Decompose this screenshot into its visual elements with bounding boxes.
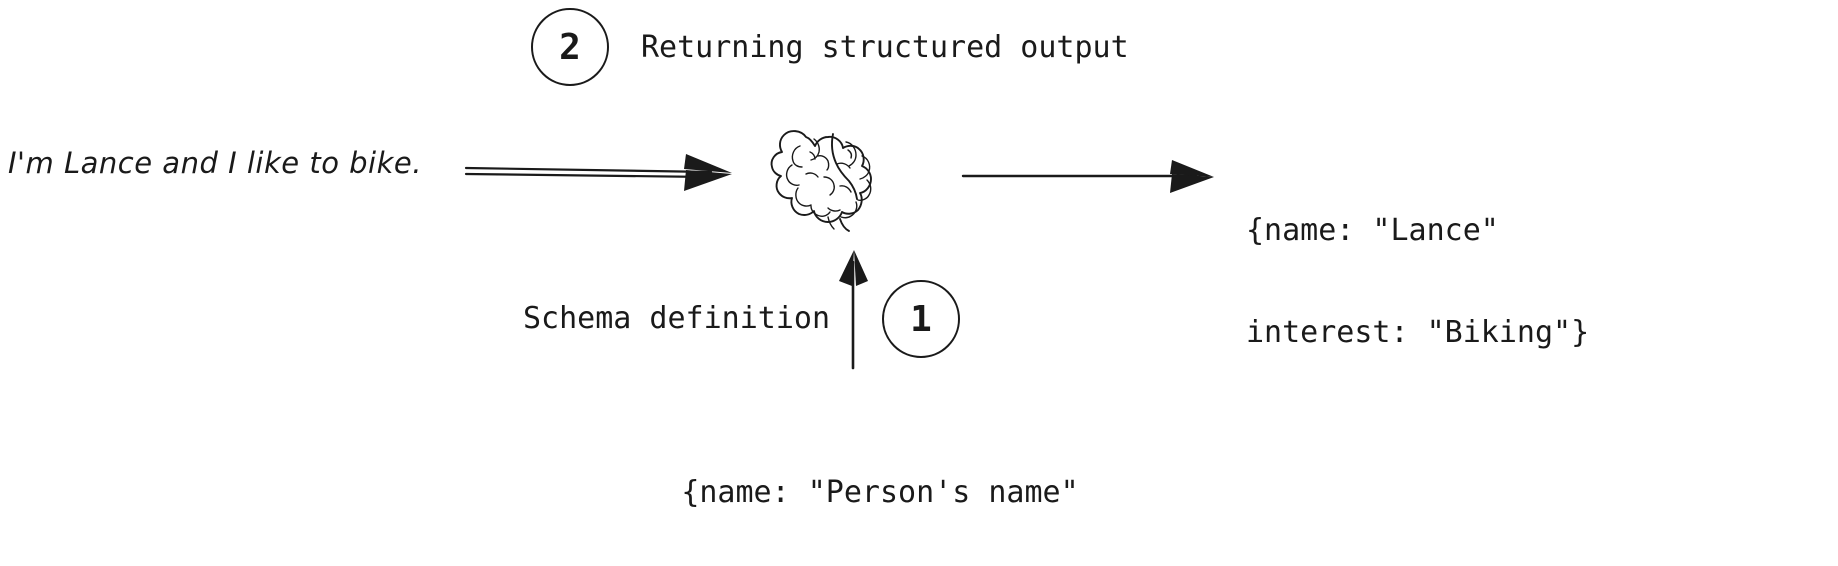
output-code-line-1: {name: "Lance" <box>1246 213 1499 248</box>
schema-code-block: {name: "Person's name" interest: "Person… <box>600 408 1160 566</box>
brain-to-output-arrow <box>961 160 1214 193</box>
input-text: I'm Lance and I like to bike. <box>8 146 422 180</box>
step-label-returning-structured-output: Returning structured output <box>641 30 1129 65</box>
schema-code-line-1: {name: "Person's name" <box>681 475 1079 510</box>
schema-to-brain-arrow <box>839 250 868 370</box>
output-code-line-2: interest: "Biking"} <box>1246 315 1590 350</box>
step-badge-1: 1 <box>882 280 960 358</box>
output-code-block: {name: "Lance" interest: "Biking"} <box>1246 146 1589 418</box>
input-to-brain-arrow <box>464 154 732 191</box>
step-label-schema-definition: Schema definition <box>523 301 831 336</box>
step-badge-2: 2 <box>531 8 609 86</box>
